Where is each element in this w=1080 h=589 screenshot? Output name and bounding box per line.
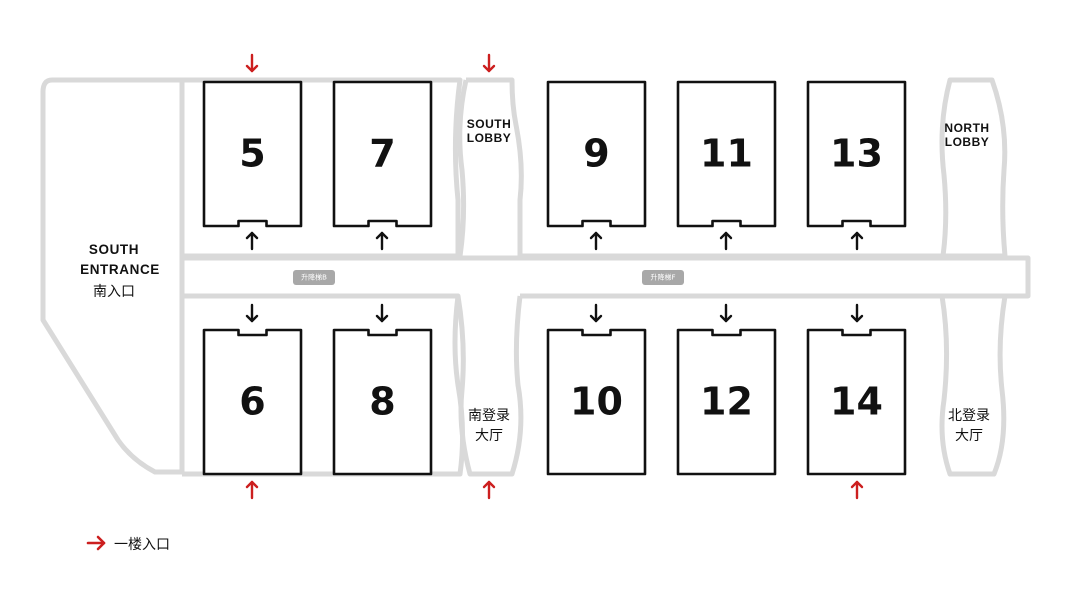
elevator-b-badge: 升降梯B [293,270,335,285]
hall-9: 9 [546,80,647,228]
upper-corridor-left [182,77,463,259]
hall-outline [332,328,433,476]
legend-label: 一楼入口 [114,537,170,553]
hall-outline [546,80,647,228]
hall-outline [332,80,433,228]
hall-number: 9 [583,132,609,176]
hall-entrance-arrow-11-icon [719,231,733,251]
north-lobby-label-en: NORTH LOBBY [944,121,989,149]
south-entrance-en-line1: SOUTH [89,242,139,257]
hall-entrance-arrow-8-icon [375,303,389,323]
south-entrance-en-line2: ENTRANCE [80,262,160,277]
hall-number: 13 [830,132,883,176]
south-lobby-zh-line1: 南登录 [468,408,510,424]
south-entrance-zh: 南入口 [93,284,135,300]
hall-outline [202,80,303,228]
hall-outline [202,328,303,476]
hall-entrance-arrow-9-icon [589,231,603,251]
hall-entrance-arrow-10-icon [589,303,603,323]
halls-layer: 5 7 9 11 13 6 8 10 12 14 [202,80,907,476]
hall-number: 8 [369,380,395,424]
corridor-outline [40,77,1031,477]
hall-entrance-arrow-6-icon [245,303,259,323]
upper-corridor-right [520,77,1008,259]
hall-entrance-arrow-5-icon [245,231,259,251]
legend: 一楼入口 [86,535,170,553]
hall-entrance-arrow-7-icon [375,231,389,251]
hall-6: 6 [202,328,303,476]
entrance-arrow-red-bottom-hall14-icon [850,480,864,500]
hall-number: 12 [700,380,753,424]
hall-5: 5 [202,80,303,228]
entrance-arrow-red-bottom-hall6-icon [245,480,259,500]
hall-12: 12 [676,328,777,476]
hall-entrance-arrow-12-icon [719,303,733,323]
north-lobby-zh-line2: 大厅 [955,428,983,444]
south-lobby-en-line1: SOUTH [467,117,512,131]
hall-11: 11 [676,80,777,228]
arrows-layer [245,53,864,500]
hall-entrance-arrow-14-icon [850,303,864,323]
hall-8: 8 [332,328,433,476]
south-entrance-block [40,77,185,475]
south-lobby-en-line2: LOBBY [467,131,512,145]
south-entrance-label: SOUTH ENTRANCE 南入口 [80,242,160,300]
elevator-f-label: 升降梯F [650,273,675,282]
entrance-arrow-red-bottom-south-lobby-icon [482,480,496,500]
elevator-f-badge: 升降梯F [642,270,684,285]
entrance-arrow-red-top-hall5-icon [245,53,259,73]
hall-number: 6 [239,380,265,424]
hall-13: 13 [806,80,907,228]
lower-corridor-left [182,293,466,477]
lower-corridor-right [520,293,1008,477]
hall-outline [676,80,777,228]
north-lobby-label-zh: 北登录 大厅 [948,408,990,444]
hall-entrance-arrow-13-icon [850,231,864,251]
hall-number: 11 [700,132,753,176]
south-lobby-zh-line2: 大厅 [475,428,503,444]
north-lobby-zh-line1: 北登录 [948,408,990,424]
hall-14: 14 [806,328,907,476]
hall-number: 14 [830,380,883,424]
south-lobby-label-en: SOUTH LOBBY [467,117,512,145]
hall-outline [546,328,647,476]
entrance-arrow-red-top-south-lobby-icon [482,53,496,73]
hall-10: 10 [546,328,647,476]
south-lobby-shape-upper [457,79,469,257]
hall-number: 10 [570,380,623,424]
south-lobby-lower [455,295,524,477]
south-lobby-label-zh: 南登录 大厅 [468,408,510,444]
hall-outline [806,80,907,228]
south-lobby-upper [466,77,524,256]
hall-number: 7 [369,132,395,176]
hall-outline [676,328,777,476]
hall-outline [806,328,907,476]
hall-7: 7 [332,80,433,228]
north-lobby-en-line2: LOBBY [945,135,990,149]
north-lobby-en-line1: NORTH [944,121,989,135]
hall-number: 5 [239,132,265,176]
elevator-b-label: 升降梯B [301,273,327,282]
legend-red-arrow-icon [86,535,106,551]
central-corridor [182,255,1031,299]
